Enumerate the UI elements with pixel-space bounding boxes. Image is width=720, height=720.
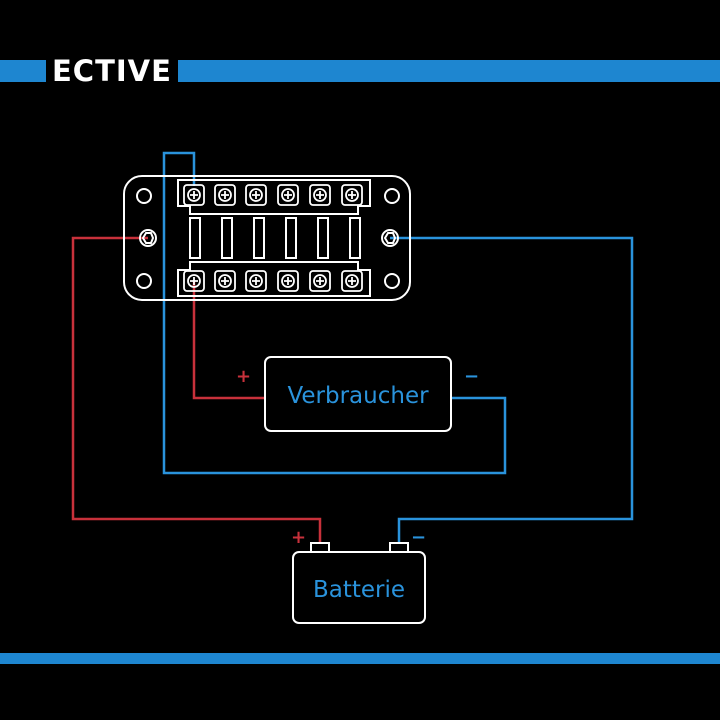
ective-logo: ECTIVE	[46, 55, 178, 87]
screw-terminal-icon	[341, 184, 363, 206]
mounting-hole-icon	[384, 188, 400, 204]
mounting-hole-icon	[136, 188, 152, 204]
fuse-slots	[189, 217, 361, 259]
battery-plus-sign: +	[291, 527, 306, 548]
screw-terminal-icon	[245, 184, 267, 206]
fuse-slot	[253, 217, 265, 259]
negative-stud-icon	[381, 229, 399, 247]
fuse-slot	[349, 217, 361, 259]
mounting-hole-icon	[384, 273, 400, 289]
fuse-slot	[221, 217, 233, 259]
footer-band	[0, 653, 720, 664]
screw-terminal-icon	[245, 270, 267, 292]
bottom-terminal-rail	[177, 261, 371, 297]
positive-stud-icon	[139, 229, 157, 247]
fuse-block-housing	[123, 175, 411, 301]
fuse-slot	[317, 217, 329, 259]
positive-wire-battery	[71, 236, 322, 543]
fuse-slot	[189, 217, 201, 259]
positive-wire-load	[192, 282, 265, 400]
fuse-block	[123, 175, 411, 301]
battery-minus-sign: −	[411, 527, 426, 548]
load-label: Verbraucher	[287, 383, 429, 409]
top-terminal-rail	[177, 179, 371, 215]
battery-label: Batterie	[313, 577, 405, 603]
battery-box: Batterie + −	[291, 527, 426, 624]
header-band	[0, 60, 720, 82]
screw-terminal-icon	[214, 184, 236, 206]
load-minus-sign: −	[464, 366, 479, 387]
fuse-slot	[285, 217, 297, 259]
load-plus-sign: +	[236, 366, 251, 387]
screw-terminal-icon	[214, 270, 236, 292]
screw-terminal-icon	[183, 184, 205, 206]
mounting-hole-icon	[136, 273, 152, 289]
screw-terminal-icon	[277, 184, 299, 206]
screw-terminal-icon	[309, 184, 331, 206]
battery-negative-terminal	[389, 542, 409, 553]
load-box: Verbraucher + −	[236, 356, 479, 432]
negative-wire-battery	[390, 236, 634, 543]
negative-wire-load	[162, 151, 507, 475]
battery-positive-terminal	[310, 542, 330, 553]
screw-terminal-icon	[341, 270, 363, 292]
screw-terminal-icon	[277, 270, 299, 292]
screw-terminal-icon	[183, 270, 205, 292]
screw-terminal-icon	[309, 270, 331, 292]
